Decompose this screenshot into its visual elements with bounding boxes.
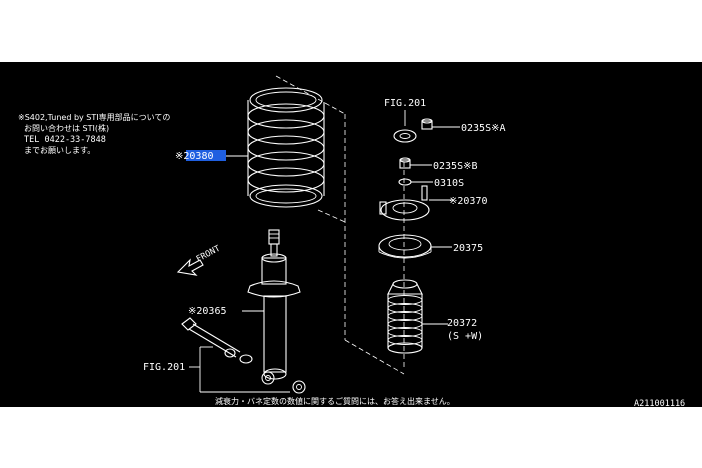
strut-assembly (247, 229, 301, 385)
boot-label[interactable]: 20372 (447, 318, 477, 329)
nut-a-callout[interactable]: 0235S※A (421, 118, 506, 134)
washer-label[interactable]: 0310S (434, 178, 464, 189)
fig-top-label[interactable]: FIG.201 (384, 98, 426, 109)
strut-callout[interactable]: ※20365 (188, 306, 264, 317)
seat-callout[interactable]: 20375 (378, 234, 483, 259)
note-line-4: までお願いします。 (24, 146, 95, 155)
fig-bottom-callout[interactable]: FIG.201 (143, 346, 290, 393)
spring-part-label[interactable]: ※20380 (175, 151, 213, 162)
parts-diagram-canvas: ※S402,Tuned by STI専用部品についての お問い合わせは STI(… (0, 62, 702, 407)
seat-label[interactable]: 20375 (453, 243, 483, 254)
diagram-id: A211001116 (634, 399, 685, 407)
nut-a-label[interactable]: 0235S※A (461, 123, 506, 134)
lower-bolt-assembly (181, 317, 306, 394)
boot-callout[interactable]: 20372 (S +W) (387, 279, 483, 354)
mount-label[interactable]: ※20370 (449, 196, 487, 207)
sti-note: ※S402,Tuned by STI専用部品についての お問い合わせは STI(… (18, 112, 170, 155)
strut-part-label[interactable]: ※20365 (188, 306, 226, 317)
spring-callout[interactable]: ※20380 (175, 150, 248, 162)
mount-callout[interactable]: ※20370 (379, 185, 487, 221)
note-line-3: TEL 0422-33-7848 (24, 135, 106, 145)
nut-b-callout[interactable]: 0235S※B (399, 157, 478, 172)
front-label: FRONT (195, 244, 222, 265)
note-line-2: お問い合わせは STI(株) (24, 123, 109, 133)
washer-callout[interactable]: 0310S (398, 178, 464, 189)
boot-sub-label: (S +W) (447, 331, 483, 342)
nut-b-label[interactable]: 0235S※B (433, 161, 478, 172)
parts-diagram: ※S402,Tuned by STI専用部品についての お問い合わせは STI(… (18, 75, 685, 407)
front-direction-arrow: FRONT (176, 244, 222, 276)
coil-spring (247, 87, 325, 208)
fig-bottom-label[interactable]: FIG.201 (143, 362, 185, 373)
footer-note: 減衰力・バネ定数の数値に関するご質問には、お答え出来ません。 (215, 396, 455, 406)
fig-top-callout[interactable]: FIG.201 (384, 98, 426, 143)
assembly-guide-lines (275, 75, 405, 375)
note-line-1: ※S402,Tuned by STI専用部品についての (18, 112, 170, 122)
